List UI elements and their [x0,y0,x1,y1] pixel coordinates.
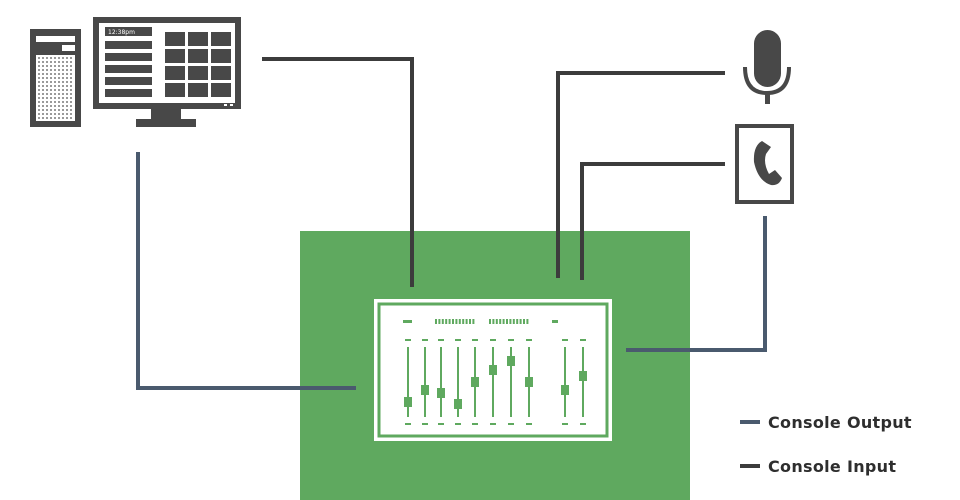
legend-swatch-input [740,464,760,468]
legend-label-input: Console Input [768,456,897,476]
computer-tower-icon [30,29,81,127]
legend-swatch-output [740,420,760,424]
legend: Console Output Console Input [740,410,912,498]
connection-wires [136,57,767,390]
legend-item-console-input: Console Input [740,454,912,478]
legend-label-output: Console Output [768,412,912,432]
wire-phone-input [580,162,725,280]
monitor-icon: 12:38pm [93,17,241,127]
wire-computer-output [136,152,356,390]
mixing-console-icon [374,299,612,441]
legend-item-console-output: Console Output [740,410,912,434]
wire-microphone-input [556,71,725,278]
screen-list [105,41,152,97]
screen-tiles [165,32,231,97]
wire-phone-output [626,216,767,352]
phone-icon [735,124,794,204]
microphone-icon [743,30,791,104]
console-channel-strips [403,319,587,425]
screen-clock-text: 12:38pm [108,29,135,36]
wire-computer-input [262,57,414,287]
